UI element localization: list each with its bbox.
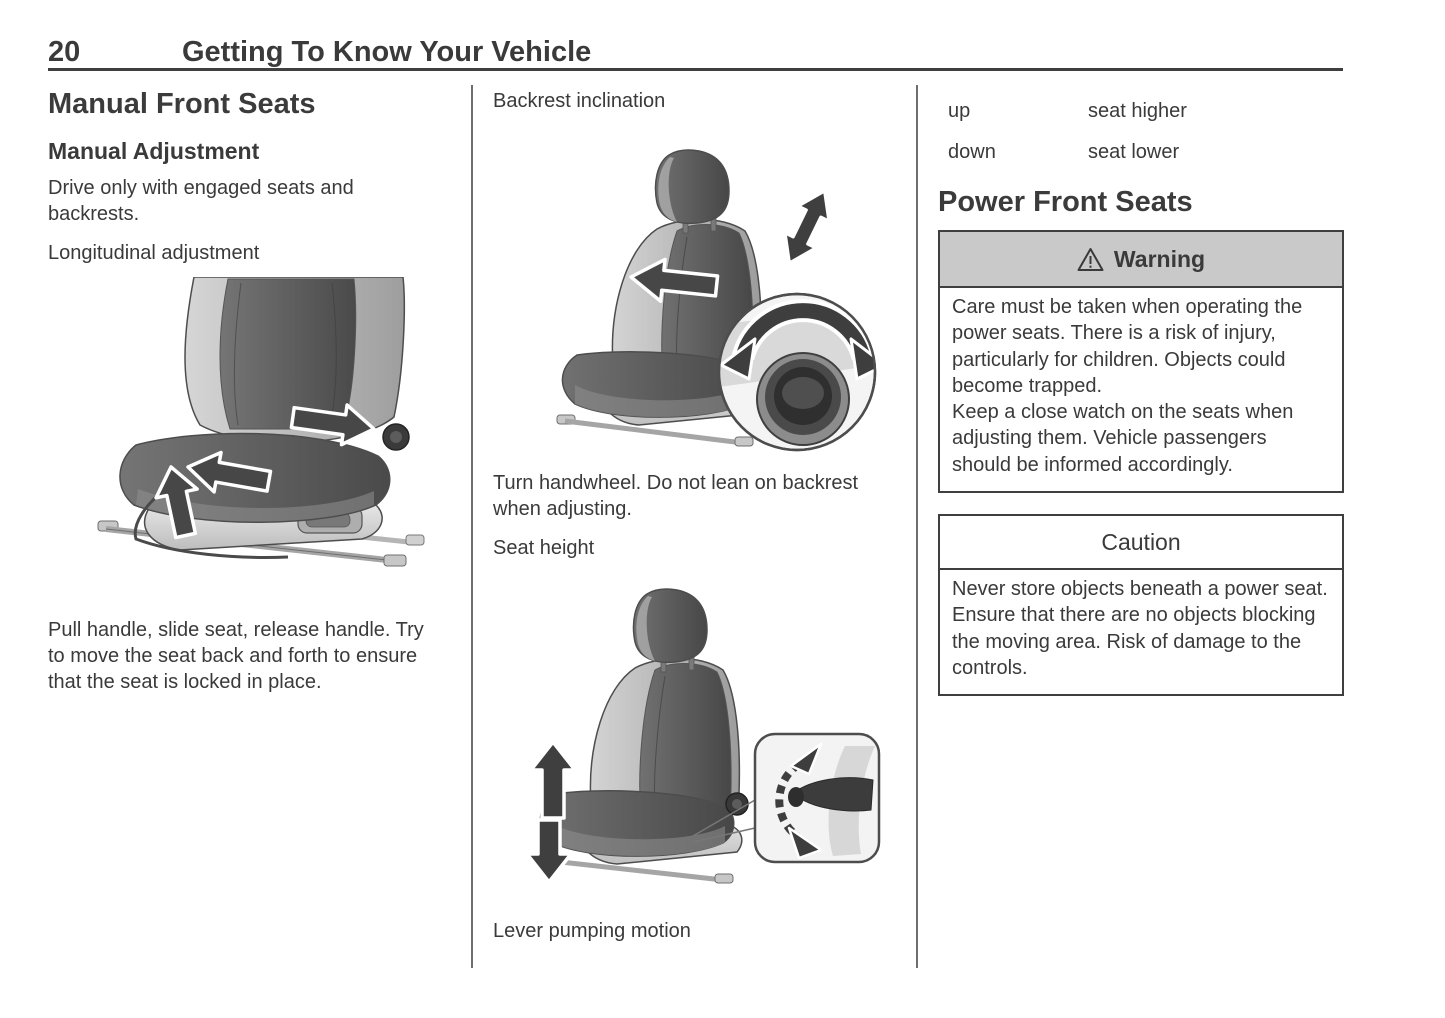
header-rule xyxy=(48,68,1343,71)
warning-text: Care must be taken when operating the po… xyxy=(952,296,1303,397)
slide-forward-arrow-icon xyxy=(186,450,273,494)
caption-longitudinal-adjustment: Longitudinal adjustment xyxy=(48,242,260,264)
caution-box-header: Caution xyxy=(940,516,1342,571)
lever-inset xyxy=(753,732,881,864)
backrest-inclination-figure xyxy=(507,125,896,462)
seat-longitudinal-illustration xyxy=(97,276,425,567)
column-divider xyxy=(916,85,918,968)
longitudinal-adjustment-figure xyxy=(76,276,432,574)
intro-text: Drive only with engaged seats and backre… xyxy=(48,177,354,225)
backrest-instructions: Turn handwheel. Do not lean on backrest … xyxy=(493,472,859,520)
column-divider xyxy=(471,85,473,968)
table-cell-result: seat higher xyxy=(1088,100,1187,122)
table-cell-action: up xyxy=(948,100,971,122)
recline-double-arrow-icon xyxy=(783,189,831,265)
table-row: up seat higher xyxy=(938,91,1344,132)
handwheel-rotate-arrows-icon xyxy=(719,299,875,381)
page-number: 20 xyxy=(48,36,81,68)
seat-down-arrow-icon xyxy=(525,818,573,884)
page-title: Getting To Know Your Vehicle xyxy=(182,36,592,68)
warning-triangle-icon xyxy=(1077,247,1104,272)
caution-label: Caution xyxy=(1101,528,1181,555)
caution-text: Never store objects beneath a power seat… xyxy=(952,578,1328,679)
table-row: down seat lower xyxy=(938,132,1344,173)
seat-height-figure xyxy=(493,570,896,893)
seat-height-instructions: Lever pumping motion xyxy=(493,920,691,942)
caution-box: Caution Never store objects beneath a po… xyxy=(938,514,1344,697)
warning-box-body: Care must be taken when operating the po… xyxy=(940,288,1342,491)
warning-text: Keep a close watch on the seats when adj… xyxy=(952,401,1294,476)
caution-box-body: Never store objects beneath a power seat… xyxy=(940,570,1342,694)
seat-height-illustration xyxy=(525,588,881,884)
seat-backrest-illustration xyxy=(556,149,877,452)
section-title-manual-front-seats: Manual Front Seats xyxy=(48,88,316,120)
longitudinal-instructions: Pull handle, slide seat, release handle.… xyxy=(48,619,424,693)
seat-height-table: up seat higher down seat lower xyxy=(938,91,1344,173)
caption-seat-height: Seat height xyxy=(493,537,595,559)
table-cell-result: seat lower xyxy=(1088,141,1180,163)
caption-backrest-inclination: Backrest inclination xyxy=(493,90,666,112)
subsection-title-manual-adjustment: Manual Adjustment xyxy=(48,138,260,164)
seat-up-arrow-icon xyxy=(529,740,577,820)
warning-box: Warning Care must be taken when operatin… xyxy=(938,230,1344,494)
column-power-front-seats: up seat higher down seat lower Power Fro… xyxy=(938,85,1344,697)
warning-box-header: Warning xyxy=(940,232,1342,288)
column-manual-front-seats: Manual Front Seats Manual Adjustment Dri… xyxy=(48,85,432,695)
pull-handle-arrow-icon xyxy=(154,465,199,540)
slide-back-arrow-icon xyxy=(289,403,376,447)
warning-label: Warning xyxy=(1113,245,1206,272)
section-title-power-front-seats: Power Front Seats xyxy=(938,186,1193,218)
column-seat-adjustment-figures: Backrest inclination xyxy=(493,85,896,944)
table-cell-action: down xyxy=(948,141,996,163)
handwheel-inset xyxy=(717,292,877,452)
lever-pump-arrows-icon xyxy=(775,742,823,860)
backrest-forward-arrow-icon xyxy=(629,257,720,303)
